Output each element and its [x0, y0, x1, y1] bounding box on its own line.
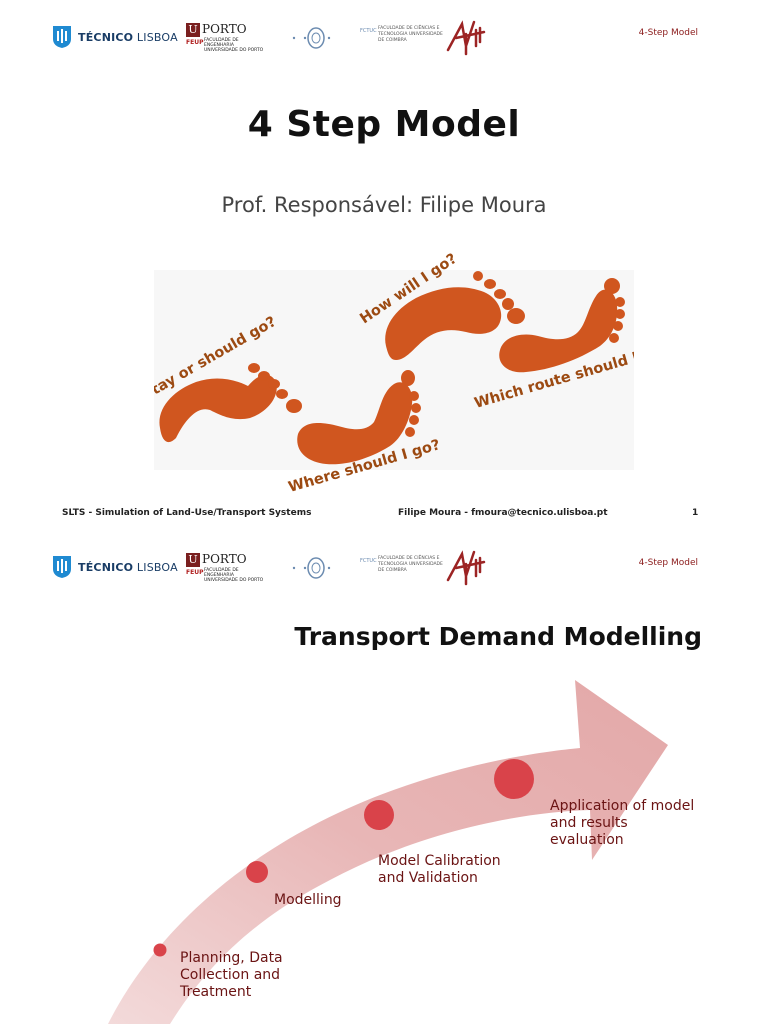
- coimbra-seal-icon: [292, 557, 331, 579]
- foot-1-icon: [159, 363, 302, 443]
- stage-node-3: [364, 800, 394, 830]
- tecnico-lisboa-logo: TÉCNICO LISBOA: [52, 24, 178, 50]
- slide-title: Transport Demand Modelling: [294, 622, 702, 651]
- uporto-feup-logo: U PORTO FEUP FACULDADE DE ENGENHARIA UNI…: [186, 552, 268, 584]
- uporto-feup-logo: U PORTO FEUP FACULDADE DE ENGENHARIA UNI…: [186, 22, 268, 54]
- slide-2: TÉCNICO LISBOA U PORTO FEUP FACULDADE DE…: [0, 530, 768, 1024]
- slide-header: TÉCNICO LISBOA U PORTO FEUP FACULDADE DE…: [0, 548, 768, 588]
- fctuc-logo: FCTUC FACULDADE DE CIÊNCIAS E TECNOLOGIA…: [360, 556, 443, 582]
- feup-faculty-text: FACULDADE DE ENGENHARIA UNIVERSIDADE DO …: [204, 568, 264, 583]
- fctuc-abbr-text: FCTUC: [360, 558, 377, 564]
- fctuc-faculty-text: FACULDADE DE CIÊNCIAS E TECNOLOGIA UNIVE…: [378, 556, 443, 573]
- tecnico-shield-icon: [53, 556, 71, 578]
- footer-course: SLTS - Simulation of Land-Use/Transport …: [62, 508, 312, 518]
- process-arrow-diagram: [108, 680, 668, 1024]
- porto-logo-text: PORTO: [202, 552, 247, 566]
- tecnico-lisboa-logo: TÉCNICO LISBOA: [52, 554, 178, 580]
- stage-node-2: [246, 861, 268, 883]
- ufa-logo-icon: [446, 20, 486, 56]
- tecnico-logo-text: TÉCNICO: [78, 30, 134, 44]
- porto-logo-text: PORTO: [202, 22, 247, 36]
- feup-logo-text: FEUP: [186, 39, 204, 46]
- stage-node-4: [494, 759, 534, 799]
- stage-label-application: Application of model and results evaluat…: [550, 798, 695, 848]
- footer-author: Filipe Moura - fmoura@tecnico.ulisboa.pt: [398, 508, 608, 518]
- ufa-logo-icon: [446, 550, 486, 586]
- foot-3-icon: [385, 271, 525, 360]
- slide-1: TÉCNICO LISBOA U PORTO FEUP FACULDADE DE…: [0, 18, 768, 522]
- section-label: 4-Step Model: [638, 558, 698, 568]
- coimbra-seal-icon: [292, 27, 331, 49]
- foot-4-icon: [499, 278, 625, 373]
- fctuc-faculty-text: FACULDADE DE CIÊNCIAS E TECNOLOGIA UNIVE…: [378, 26, 443, 43]
- stage-node-1: [153, 943, 167, 957]
- stage-label-modelling: Modelling: [274, 892, 342, 908]
- slide-header: TÉCNICO LISBOA U PORTO FEUP FACULDADE DE…: [0, 18, 768, 58]
- footsteps-illustration: Should stay or should go? Where should I…: [154, 251, 634, 496]
- footer-page-number: 1: [692, 508, 699, 518]
- fctuc-abbr-text: FCTUC: [360, 28, 377, 34]
- tecnico-shield-icon: [53, 26, 71, 48]
- slide-footer: SLTS - Simulation of Land-Use/Transport …: [0, 508, 768, 522]
- lisboa-logo-text: LISBOA: [136, 560, 178, 574]
- section-label: 4-Step Model: [638, 28, 698, 38]
- feup-logo-text: FEUP: [186, 569, 204, 576]
- slide-title: 4 Step Model: [247, 104, 521, 145]
- uporto-u-mark: U: [186, 553, 200, 567]
- uporto-u-mark: U: [186, 23, 200, 37]
- stage-label-calibration: Model Calibration and Validation: [378, 853, 501, 886]
- tecnico-logo-text: TÉCNICO: [78, 560, 134, 574]
- feup-faculty-text: FACULDADE DE ENGENHARIA UNIVERSIDADE DO …: [204, 38, 264, 53]
- foot-2-icon: [297, 370, 421, 465]
- slide-subtitle: Prof. Responsável: Filipe Moura: [221, 193, 547, 217]
- fctuc-logo: FCTUC FACULDADE DE CIÊNCIAS E TECNOLOGIA…: [360, 26, 443, 52]
- lisboa-logo-text: LISBOA: [136, 30, 178, 44]
- stage-label-planning: Planning, Data Collection and Treatment: [180, 950, 283, 1000]
